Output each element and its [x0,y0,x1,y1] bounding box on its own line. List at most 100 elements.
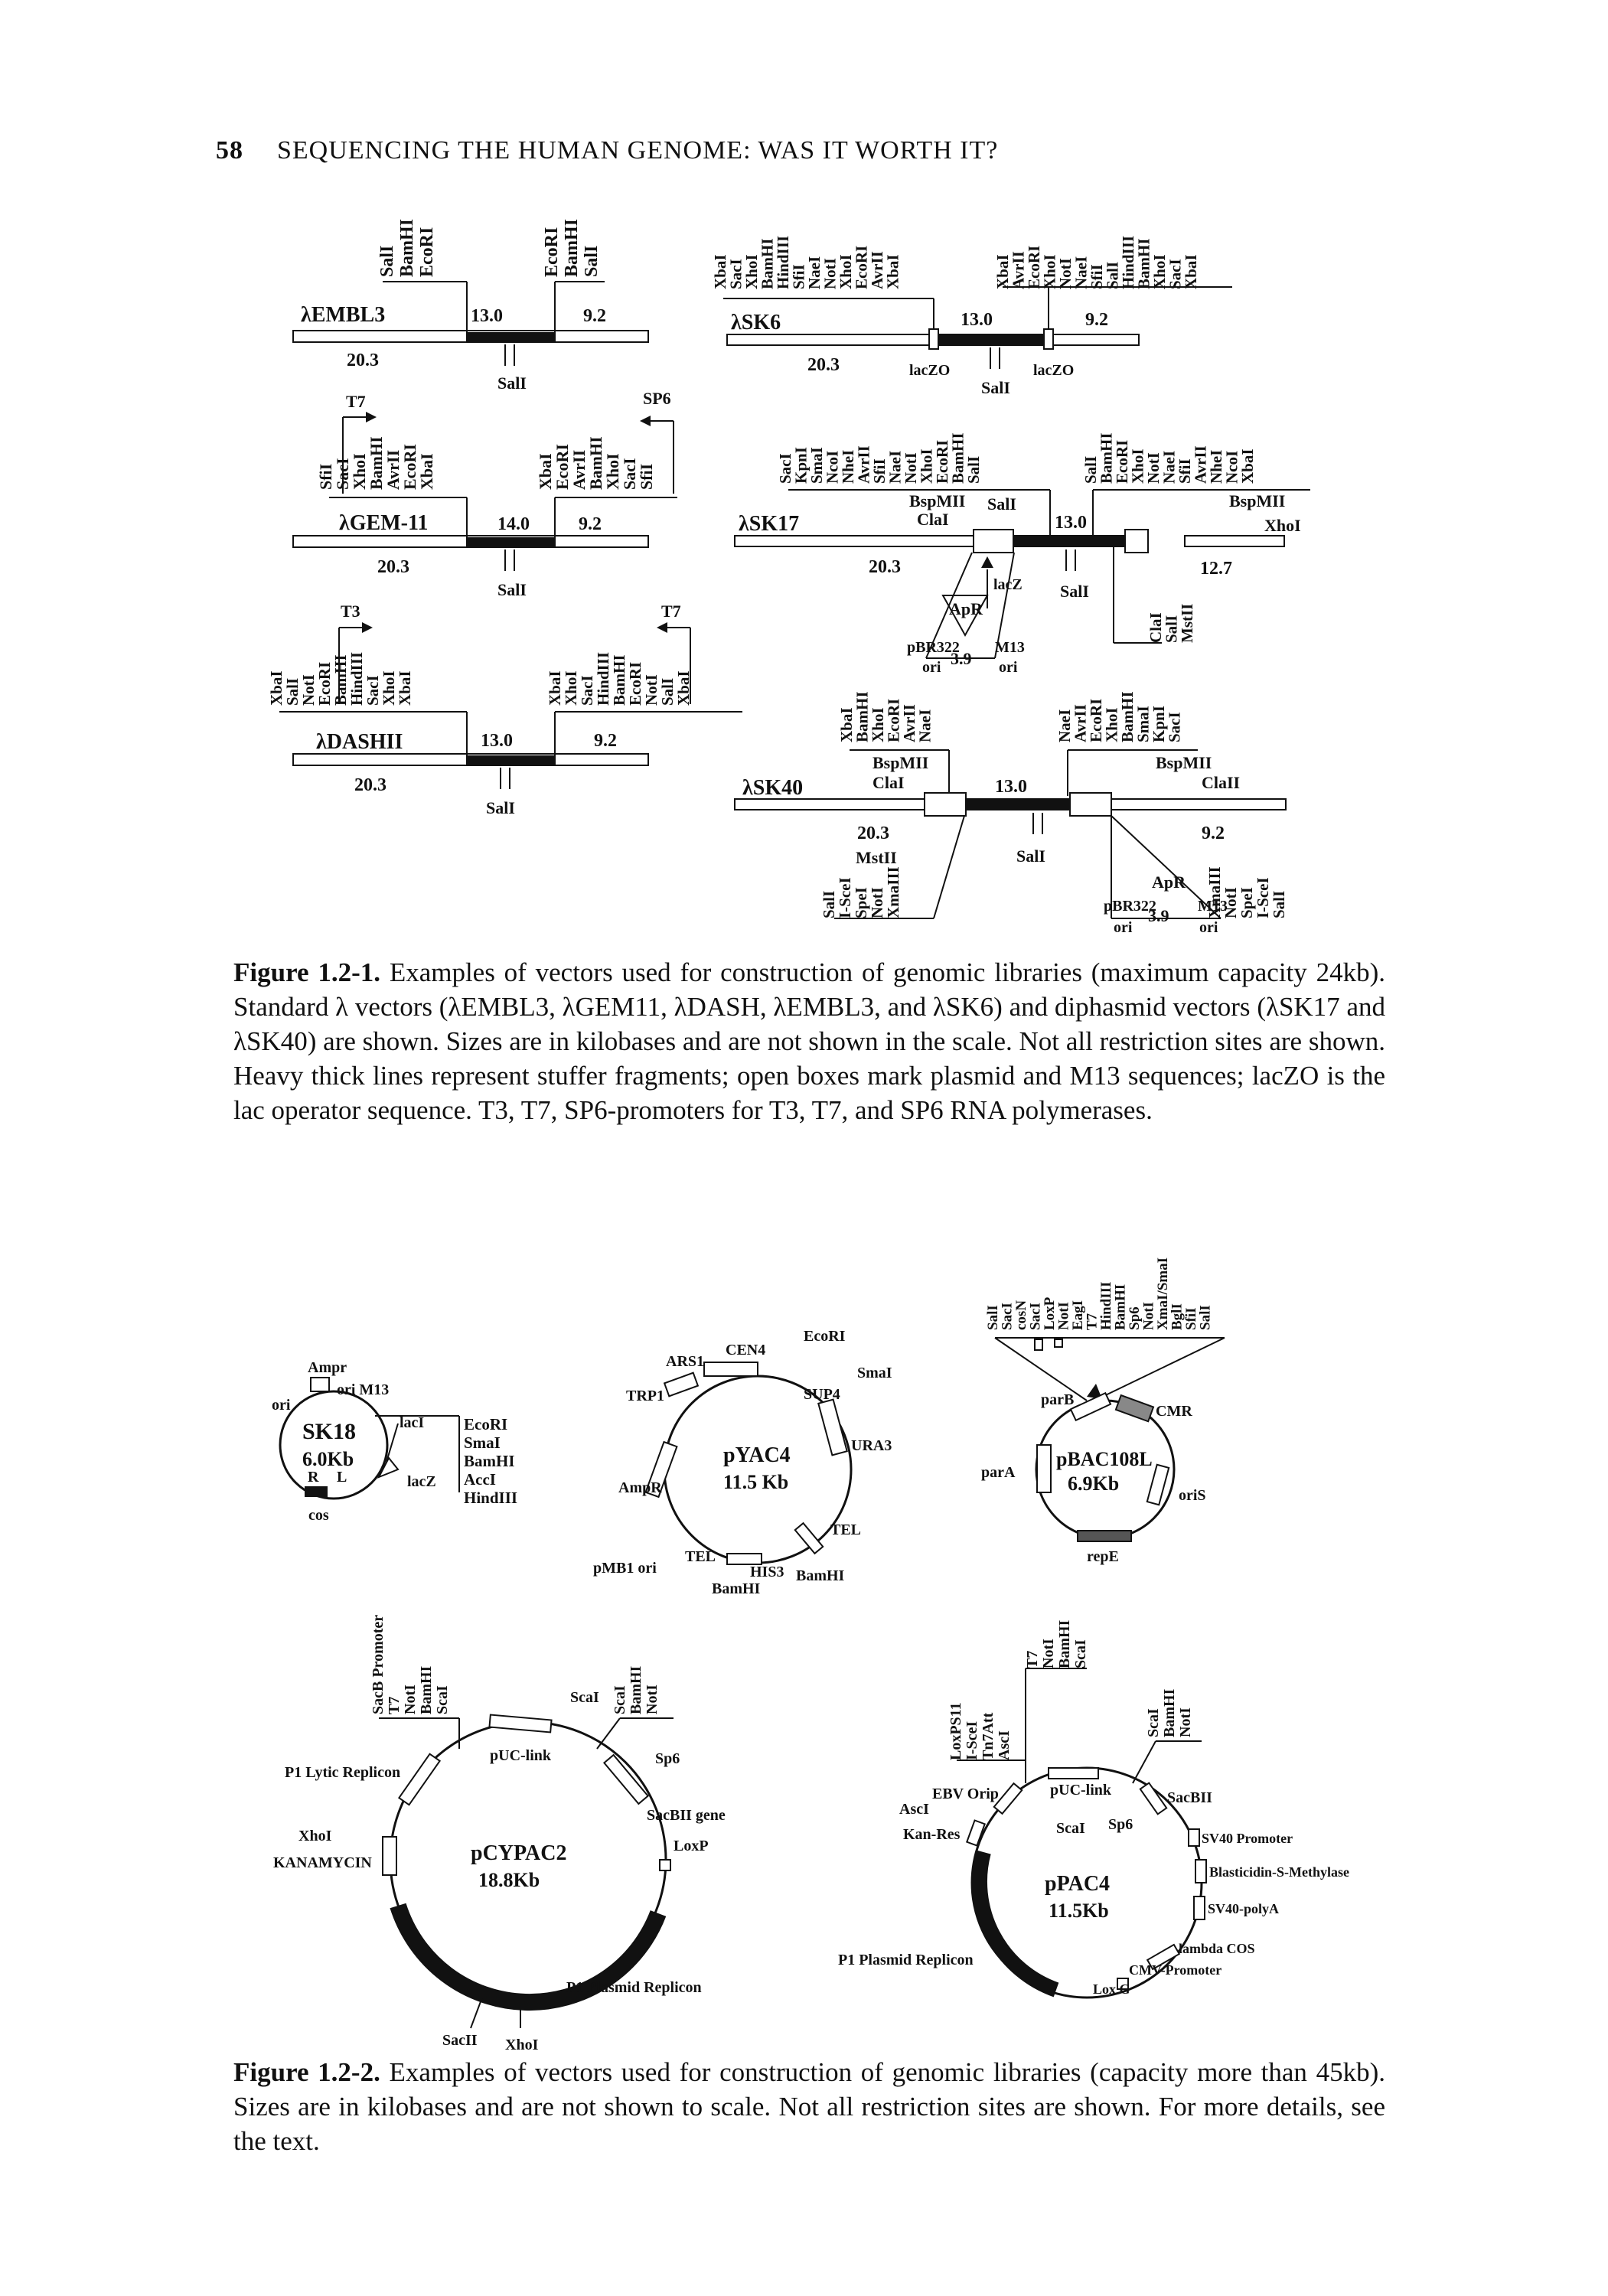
restriction-site-label: NaeI [886,451,905,484]
plasmid-size: 3.9 [951,649,972,668]
figure-1-2-2-drawing: SK18 6.0Kb Ampr ori M13 ori lacI lacZ R … [272,1257,1349,2053]
restriction-site-label: HindIII [347,652,366,706]
restriction-site-label: HindIII [1119,236,1137,289]
restriction-site-label: AvrII [855,445,873,484]
restriction-site-label: SalI [1081,456,1100,484]
label-cos: cos [308,1507,329,1524]
restriction-site-label: XhoI [1150,254,1169,289]
label-repe: repE [1087,1548,1119,1565]
plasmid-name: SK18 [302,1419,356,1444]
label-sacbii: SacBII gene [647,1807,726,1824]
left-arm-size: 20.3 [347,351,379,370]
restriction-site-label: EcoRI [400,444,419,490]
restriction-site-label: BamHI [949,432,967,484]
restriction-site-label: SalI [283,678,302,706]
restriction-site-label: XhoI [742,254,761,289]
label-trp1: TRP1 [626,1388,664,1404]
restriction-site-label: XbaI [711,254,729,289]
label-ebv-orip: EBV Orip [932,1786,999,1802]
mstii-label: MstII [856,848,897,867]
caption-text: Examples of vectors used for constructio… [233,2057,1385,2156]
ori-right: ori [1199,919,1218,936]
pbr322-label: pBR322 [907,639,960,656]
restriction-site-label: SacI [727,259,745,289]
restriction-site-label: BamHI [562,219,582,277]
plasmid-size: 3.9 [1148,906,1169,925]
restriction-site-label: BamHI [418,1665,435,1714]
restriction-site-label: ClaI [1146,612,1165,643]
restriction-site-label: HindIII [1098,1282,1114,1330]
restriction-site-label: ScaI [434,1685,451,1714]
ori-left: ori [1114,919,1133,936]
restriction-site-label: SalI [964,456,983,484]
label-ampr: Ampr [308,1359,347,1376]
restriction-site-label: SacI [578,675,596,706]
center-site: SalI [1060,582,1089,601]
restriction-site-label: ScaI [1145,1708,1162,1737]
restriction-site-label: XhoI [918,448,936,484]
vector-name: λEMBL3 [301,303,385,327]
restriction-site-label: NaeI [805,256,824,289]
restriction-site-label: SalI [985,1305,1001,1330]
restriction-site-label: BglI [1169,1303,1186,1330]
page-number: 58 [216,136,243,165]
restriction-site-label: SfiI [316,464,335,490]
label-sp6: Sp6 [1108,1816,1133,1833]
label-xhoi-bottom: XhoI [505,2037,539,2053]
restriction-site-label: SacI [620,458,639,490]
label-lox-g: Lox G [1093,1981,1130,1997]
restriction-site-label: AscI [996,1730,1013,1760]
restriction-site-label: XbaI [884,254,902,289]
clai-label: ClaI [917,510,949,529]
restriction-site-label: EcoRI [853,246,871,289]
restriction-site-label: NotI [902,452,920,484]
label-bamhi-bottom: BamHI [712,1580,761,1597]
bspmii-left: BspMII [872,753,928,772]
apr-label: ApR [949,599,983,618]
restriction-site-label: NotI [1144,452,1163,484]
plasmid-size: 18.8Kb [478,1869,540,1891]
site-list-left: XbaISalINotIEcoRIBamHIHindIIISacIXhoIXba… [267,652,414,706]
restriction-site-label: SfiI [637,464,656,490]
restriction-site-label: NcoI [824,451,842,484]
restriction-site-label: SacI [1166,712,1184,742]
restriction-site-label: SalI [1198,1305,1214,1330]
restriction-site-label: XbaI [1238,448,1257,484]
restriction-site-label: EcoRI [626,662,644,706]
t3-promoter: T3 [341,602,360,621]
restriction-site-label: NotI [1221,887,1240,918]
label-puc-link: pUC-link [490,1747,552,1764]
label-p1-lytic: P1 Lytic Replicon [285,1764,400,1781]
restriction-site-label: BamHI [1098,432,1116,484]
restriction-site-label: NotI [821,258,840,289]
right-arm-size: 9.2 [583,306,606,326]
restriction-site-label: EcoRI [417,227,437,277]
plasmid-name: pPAC4 [1045,1872,1110,1896]
restriction-site-label: I-SceI [964,1721,980,1760]
restriction-site-label: NaeI [1160,451,1179,484]
restriction-site-label: EcoRI [933,440,951,484]
restriction-site-label: T7 [1085,1313,1101,1330]
plasmid-sk18: SK18 6.0Kb Ampr ori M13 ori lacI lacZ R … [272,1359,517,1524]
stuffer-size: 14.0 [497,514,530,534]
plasmid-pyac4: pYAC4 11.5 Kb CEN4 EcoRI ARS1 SmaI TRP1 … [593,1328,892,1597]
restriction-site-label: BamHI [1113,1284,1129,1330]
restriction-site-label: SalI [377,246,397,277]
label-cen4: CEN4 [726,1342,765,1358]
restriction-site-label: LoxPS11 [948,1702,964,1760]
restriction-site-label: NheI [1207,450,1225,484]
lacz-label: lacZ [993,576,1023,593]
label-kan-res: Kan-Res [903,1826,961,1843]
restriction-site-label: SalI [1104,262,1122,289]
restriction-site-label: SmaI [464,1433,501,1452]
left-arm-size: 20.3 [807,355,840,375]
vector-name: λSK6 [731,311,781,334]
